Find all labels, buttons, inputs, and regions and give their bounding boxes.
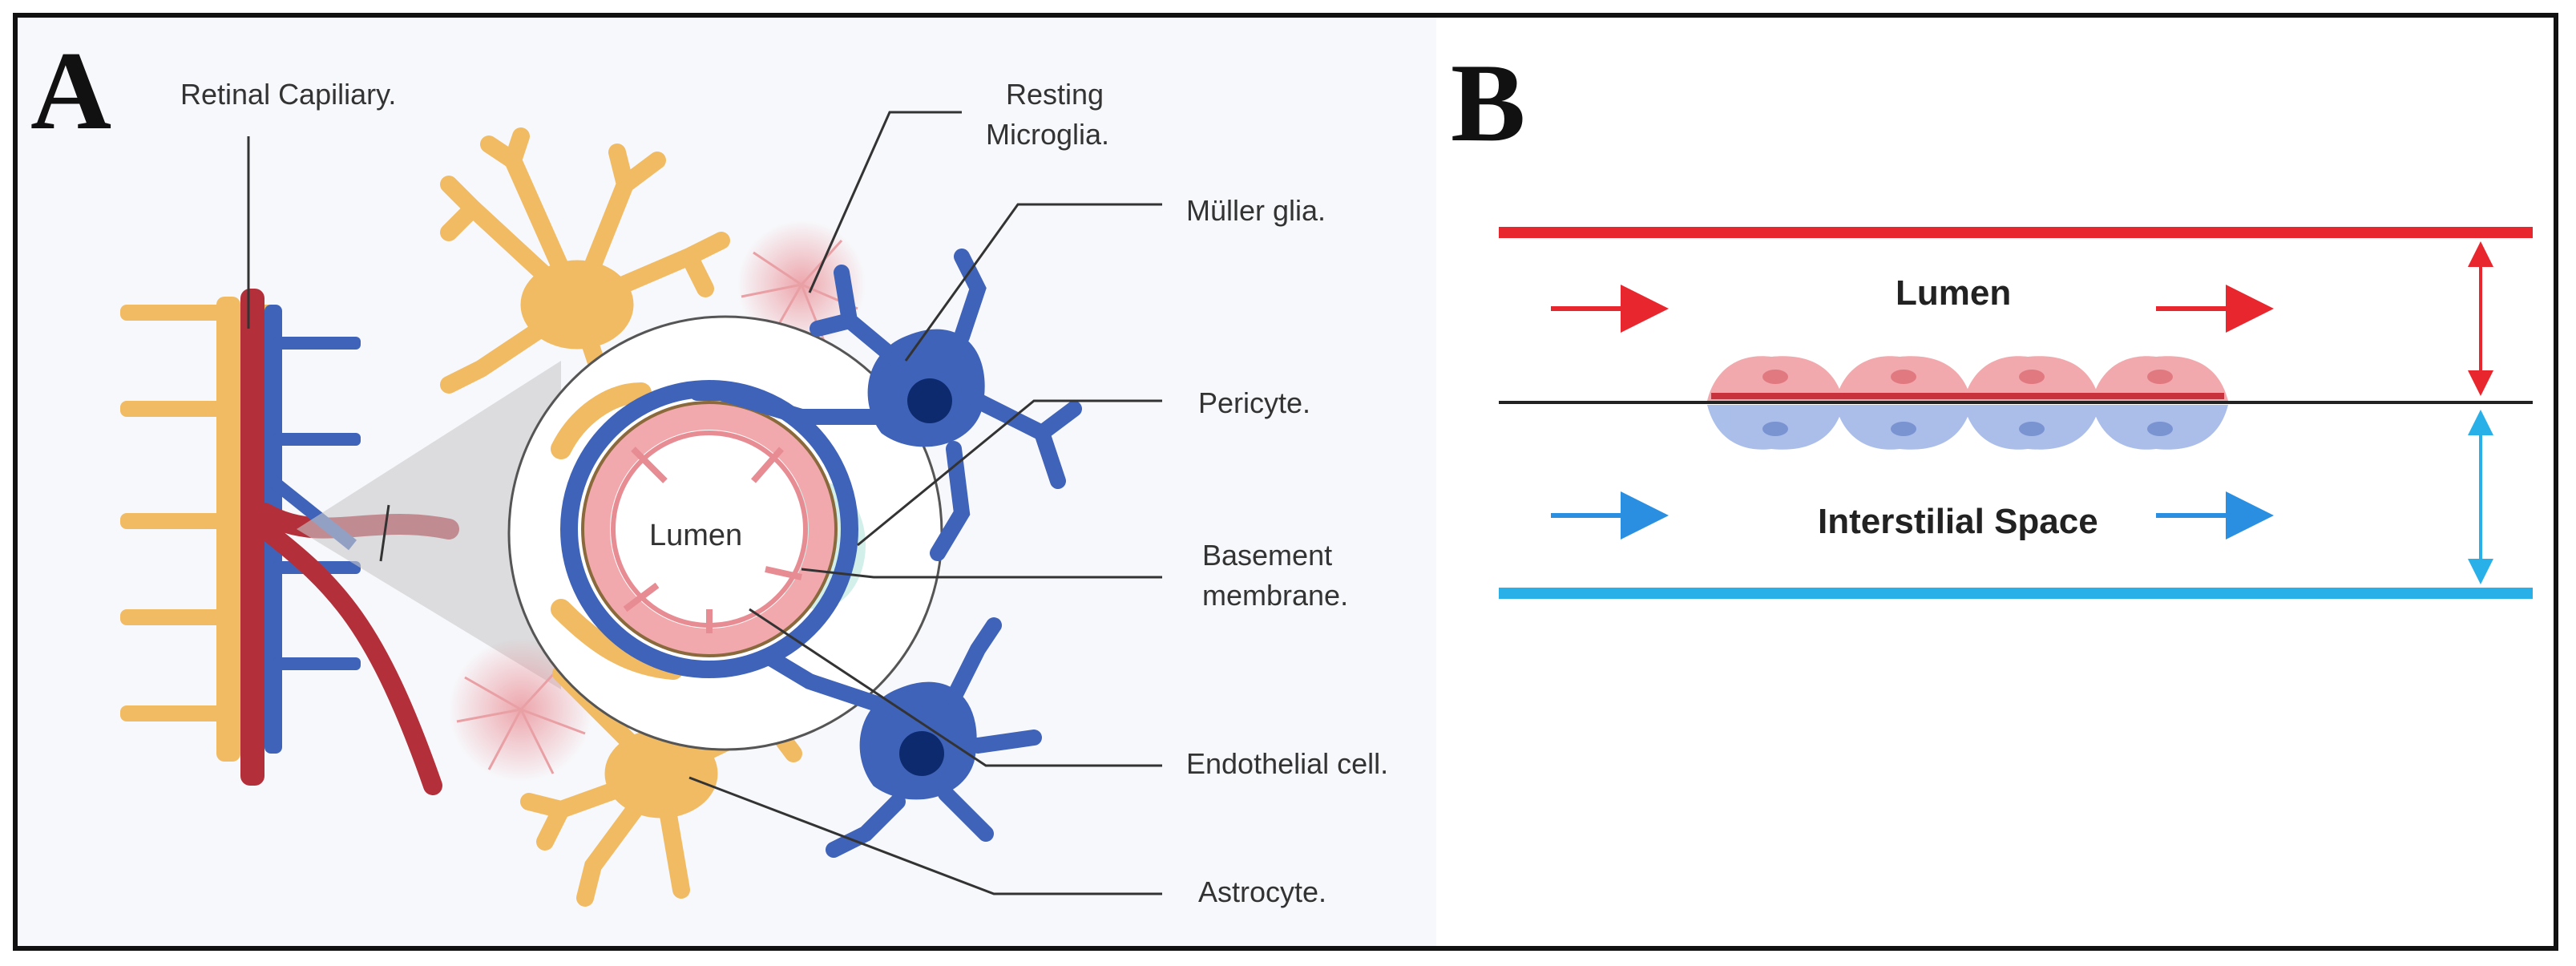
panel-a-letter: A	[30, 29, 111, 153]
retinal-capillary-label: Retinal Capiliary.	[180, 78, 396, 111]
muller-glia-icon	[689, 249, 1082, 858]
vessel-cross-section: Lumen	[560, 380, 858, 678]
zoom-cone	[297, 361, 561, 689]
basement-membrane-label-2: membrane.	[1202, 579, 1348, 612]
panel-b-background	[1443, 18, 2554, 946]
endothelial-cells-upper	[1707, 356, 2228, 401]
endothelial-cell-label: Endothelial cell.	[1186, 747, 1388, 780]
astrocyte-label: Astrocyte.	[1198, 875, 1326, 908]
resting-microglia-label-2: Microglia.	[986, 118, 1109, 151]
basement-membrane-label-1: Basement	[1202, 539, 1332, 572]
lumen-label-a: Lumen	[649, 519, 742, 552]
lumen-label-b: Lumen	[1896, 273, 2011, 313]
leader-lines-a	[247, 111, 1162, 895]
astrocyte-top-icon	[440, 127, 730, 442]
pericyte-label: Pericyte.	[1198, 386, 1310, 419]
panel-b-letter: B	[1451, 41, 1525, 165]
interstitial-space-label: Interstilial Space	[1818, 502, 2098, 541]
resting-microglia-label-1: Resting	[1006, 78, 1104, 111]
endothelial-cells-lower	[1707, 405, 2228, 450]
capillary-network	[120, 289, 459, 795]
muller-glia-label: Müller glia.	[1186, 194, 1326, 227]
